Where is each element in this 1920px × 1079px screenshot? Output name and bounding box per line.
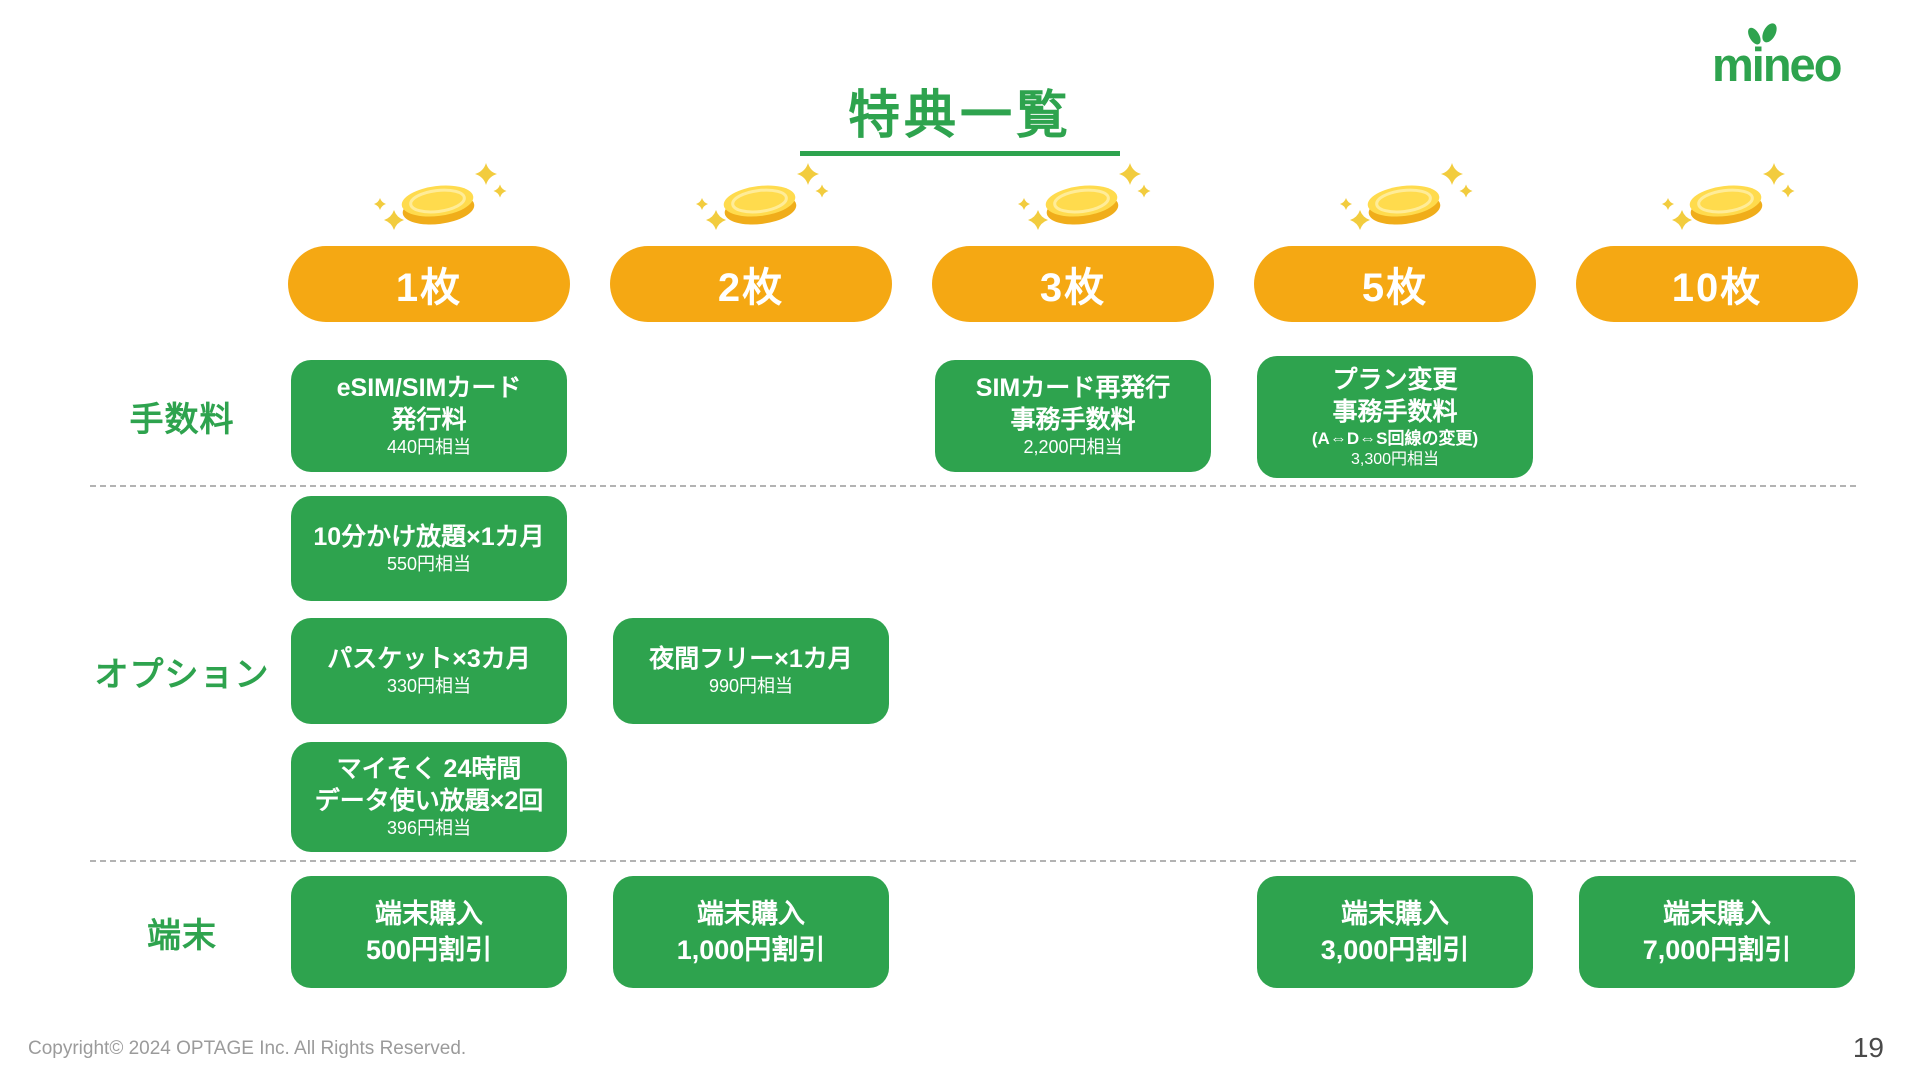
benefit-fee-5coin: プラン変更 事務手数料 (A⇔D⇔S回線の変更) 3,300円相当 <box>1257 356 1533 478</box>
coin-count-badge-10: 10枚 <box>1576 246 1858 322</box>
benefit-device-10coin: 端末購入 7,000円割引 <box>1579 876 1855 988</box>
benefit-value: 2,200円相当 <box>1023 437 1123 458</box>
benefit-title: 端末購入 <box>697 898 805 929</box>
coin-icon <box>1340 163 1473 230</box>
coin-icon <box>1662 163 1795 230</box>
benefit-fee-3coin: SIMカード再発行 事務手数料 2,200円相当 <box>935 360 1211 472</box>
benefit-title: 事務手数料 <box>1332 397 1458 426</box>
coin-icon <box>696 163 829 230</box>
coin-count-badge-1: 1枚 <box>288 246 570 322</box>
title-underline <box>800 151 1120 157</box>
benefit-title: データ使い放題×2回 <box>314 787 544 816</box>
benefit-value: 330円相当 <box>386 676 472 697</box>
benefit-fee-1coin: eSIM/SIMカード 発行料 440円相当 <box>291 360 567 472</box>
benefit-title: マイそく 24時間 <box>336 755 522 784</box>
coin-count-badge-5: 5枚 <box>1254 246 1536 322</box>
benefit-title: 発行料 <box>391 406 467 435</box>
benefit-device-1coin: 端末購入 500円割引 <box>291 876 567 988</box>
mineo-logo: mineo <box>1712 23 1872 91</box>
page-title: 特典一覧 <box>847 87 1072 145</box>
coin-count-badge-3: 3枚 <box>932 246 1214 322</box>
benefit-option-maisoku: マイそく 24時間 データ使い放題×2回 396円相当 <box>291 742 567 852</box>
benefit-title: パスケット×3カ月 <box>327 645 531 674</box>
copyright-text: Copyright© 2024 OPTAGE Inc. All Rights R… <box>28 1038 467 1059</box>
benefit-value: 396円相当 <box>386 818 472 839</box>
benefit-title: 事務手数料 <box>1010 406 1136 435</box>
benefit-value: 3,000円割引 <box>1320 935 1470 965</box>
benefit-title: eSIM/SIMカード <box>336 374 522 403</box>
benefit-option-nightfree: 夜間フリー×1カ月 990円相当 <box>613 618 889 724</box>
coin-icon <box>374 163 507 230</box>
benefit-title: 端末購入 <box>1663 898 1771 929</box>
logo-text: mineo <box>1712 38 1842 91</box>
benefit-value: 990円相当 <box>708 676 794 697</box>
benefit-option-10min: 10分かけ放題×1カ月 550円相当 <box>291 496 567 601</box>
benefit-value: 1,000円割引 <box>676 935 826 965</box>
row-divider <box>90 860 1856 862</box>
benefit-title: 端末購入 <box>1341 898 1449 929</box>
title-block: 特典一覧 <box>0 87 1920 157</box>
benefit-device-5coin: 端末購入 3,000円割引 <box>1257 876 1533 988</box>
benefit-title: 夜間フリー×1カ月 <box>649 645 853 674</box>
benefit-value: 3,300円相当 <box>1350 450 1440 468</box>
page-number: 19 <box>1852 1032 1884 1063</box>
sprout-icon <box>1748 23 1777 45</box>
benefit-value: 7,000円割引 <box>1642 935 1792 965</box>
row-divider <box>90 485 1856 487</box>
coin-icon <box>1018 163 1151 230</box>
benefit-title: SIMカード再発行 <box>975 374 1171 403</box>
benefit-title: 端末購入 <box>375 898 483 929</box>
benefit-device-2coin: 端末購入 1,000円割引 <box>613 876 889 988</box>
row-label-options: オプション <box>94 655 270 694</box>
benefit-title: プラン変更 <box>1332 365 1458 394</box>
benefit-value: 500円割引 <box>365 935 493 965</box>
coin-count-badge-2: 2枚 <box>610 246 892 322</box>
row-label-devices: 端末 <box>147 916 217 955</box>
row-label-fees: 手数料 <box>129 400 235 439</box>
benefit-subtitle: (A⇔D⇔S回線の変更) <box>1311 428 1479 448</box>
benefit-value: 440円相当 <box>386 437 472 458</box>
benefit-value: 550円相当 <box>386 553 472 574</box>
benefit-option-pasket: パスケット×3カ月 330円相当 <box>291 618 567 724</box>
benefit-title: 10分かけ放題×1カ月 <box>313 522 545 551</box>
